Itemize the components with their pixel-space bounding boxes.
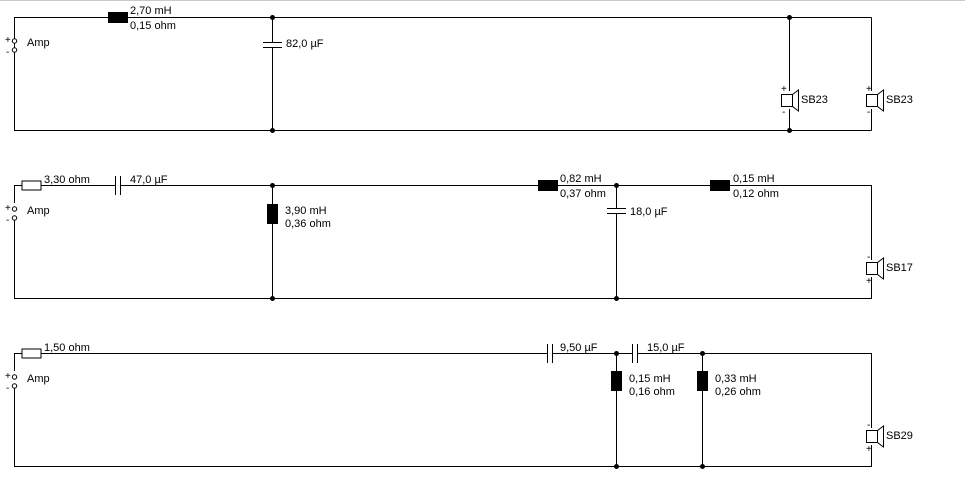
junction-dot xyxy=(270,128,275,133)
junction-dot xyxy=(614,351,619,356)
resistor-3-30ohm: 3,30 ohm xyxy=(21,174,90,191)
inductor-value-label: 0,15 mH xyxy=(733,173,775,185)
inductor-resistance-label: 0,26 ohm xyxy=(715,386,761,398)
speaker-driver-sb17: - + SB17 xyxy=(866,252,913,287)
amp-minus-sign: - xyxy=(6,47,9,58)
amp-input-terminal: + - Amp xyxy=(5,35,50,58)
circuit-1-wires xyxy=(14,17,872,131)
junction-dot xyxy=(614,464,619,469)
capacitor-82uf: 82,0 µF xyxy=(263,38,324,50)
inductor-3-90mh: 3,90 mH 0,36 ohm xyxy=(267,204,331,230)
inductor-value-label: 2,70 mH xyxy=(130,5,172,17)
amp-minus-sign: - xyxy=(6,215,9,226)
junction-dot xyxy=(700,351,705,356)
capacitor-47uf: 47,0 µF xyxy=(115,174,168,195)
speaker-driver-sb23-b: + - SB23 xyxy=(866,84,913,118)
speaker-plus-sign: + xyxy=(781,84,787,95)
circuit-3-wires xyxy=(14,353,872,467)
amp-input-terminal: + - Amp xyxy=(5,371,50,394)
circuit-1: + - Amp 2,70 mH 0,15 ohm 82,0 µF + - SB2… xyxy=(5,5,913,133)
inductor-value-label: 0,82 mH xyxy=(560,173,602,185)
circuit-2-wires xyxy=(14,185,872,299)
junction-dot xyxy=(787,15,792,20)
amp-label: Amp xyxy=(27,37,50,49)
resistor-value-label: 3,30 ohm xyxy=(44,174,90,186)
inductor-0-15mh: 0,15 mH 0,16 ohm xyxy=(611,371,675,398)
capacitor-15uf: 15,0 µF xyxy=(632,342,685,363)
inductor-0-33mh: 0,33 mH 0,26 ohm xyxy=(697,371,761,398)
inductor-resistance-label: 0,15 ohm xyxy=(130,20,176,32)
speaker-name-label: SB23 xyxy=(886,94,913,106)
amp-plus-sign: + xyxy=(5,371,11,382)
speaker-minus-sign: - xyxy=(867,420,870,431)
inductor-resistance-label: 0,16 ohm xyxy=(629,386,675,398)
junction-dot xyxy=(614,183,619,188)
inductor-2-70mh: 2,70 mH 0,15 ohm xyxy=(108,5,176,32)
junction-dot xyxy=(270,183,275,188)
junction-dot xyxy=(787,128,792,133)
capacitor-value-label: 82,0 µF xyxy=(286,38,324,50)
inductor-value-label: 3,90 mH xyxy=(285,205,327,217)
speaker-name-label: SB29 xyxy=(886,430,913,442)
inductor-0-15mh: 0,15 mH 0,12 ohm xyxy=(710,173,779,200)
speaker-driver-sb23-a: + - SB23 xyxy=(781,84,828,118)
amp-minus-sign: - xyxy=(6,383,9,394)
junction-dot xyxy=(270,296,275,301)
amp-label: Amp xyxy=(27,205,50,217)
speaker-name-label: SB23 xyxy=(801,94,828,106)
inductor-resistance-label: 0,12 ohm xyxy=(733,188,779,200)
speaker-minus-sign: - xyxy=(867,252,870,263)
amp-label: Amp xyxy=(27,373,50,385)
inductor-value-label: 0,15 mH xyxy=(629,373,671,385)
amp-plus-sign: + xyxy=(5,35,11,46)
amp-plus-sign: + xyxy=(5,203,11,214)
circuit-2: + - Amp 3,30 ohm 47,0 µF 3,90 mH 0,36 oh… xyxy=(5,173,913,301)
inductor-resistance-label: 0,37 ohm xyxy=(560,188,606,200)
speaker-plus-sign: + xyxy=(866,84,872,95)
capacitor-value-label: 9,50 µF xyxy=(560,342,598,354)
speaker-driver-sb29: - + SB29 xyxy=(866,420,913,455)
capacitor-9-50uf: 9,50 µF xyxy=(547,342,598,363)
inductor-value-label: 0,33 mH xyxy=(715,373,757,385)
speaker-name-label: SB17 xyxy=(886,262,913,274)
capacitor-value-label: 18,0 µF xyxy=(630,206,668,218)
junction-dot xyxy=(614,296,619,301)
speaker-plus-sign: + xyxy=(866,276,872,287)
junction-dot xyxy=(270,15,275,20)
capacitor-18uf: 18,0 µF xyxy=(607,206,668,218)
speaker-minus-sign: - xyxy=(867,107,870,118)
speaker-plus-sign: + xyxy=(866,444,872,455)
resistor-value-label: 1,50 ohm xyxy=(44,342,90,354)
speaker-minus-sign: - xyxy=(782,107,785,118)
resistor-1-50ohm: 1,50 ohm xyxy=(21,342,90,359)
inductor-resistance-label: 0,36 ohm xyxy=(285,218,331,230)
circuit-3: + - Amp 1,50 ohm 9,50 µF 15,0 µF 0,15 mH… xyxy=(5,342,913,469)
inductor-0-82mh: 0,82 mH 0,37 ohm xyxy=(538,173,606,200)
amp-input-terminal: + - Amp xyxy=(5,203,50,226)
capacitor-value-label: 47,0 µF xyxy=(130,174,168,186)
capacitor-value-label: 15,0 µF xyxy=(647,342,685,354)
junction-dot xyxy=(700,464,705,469)
